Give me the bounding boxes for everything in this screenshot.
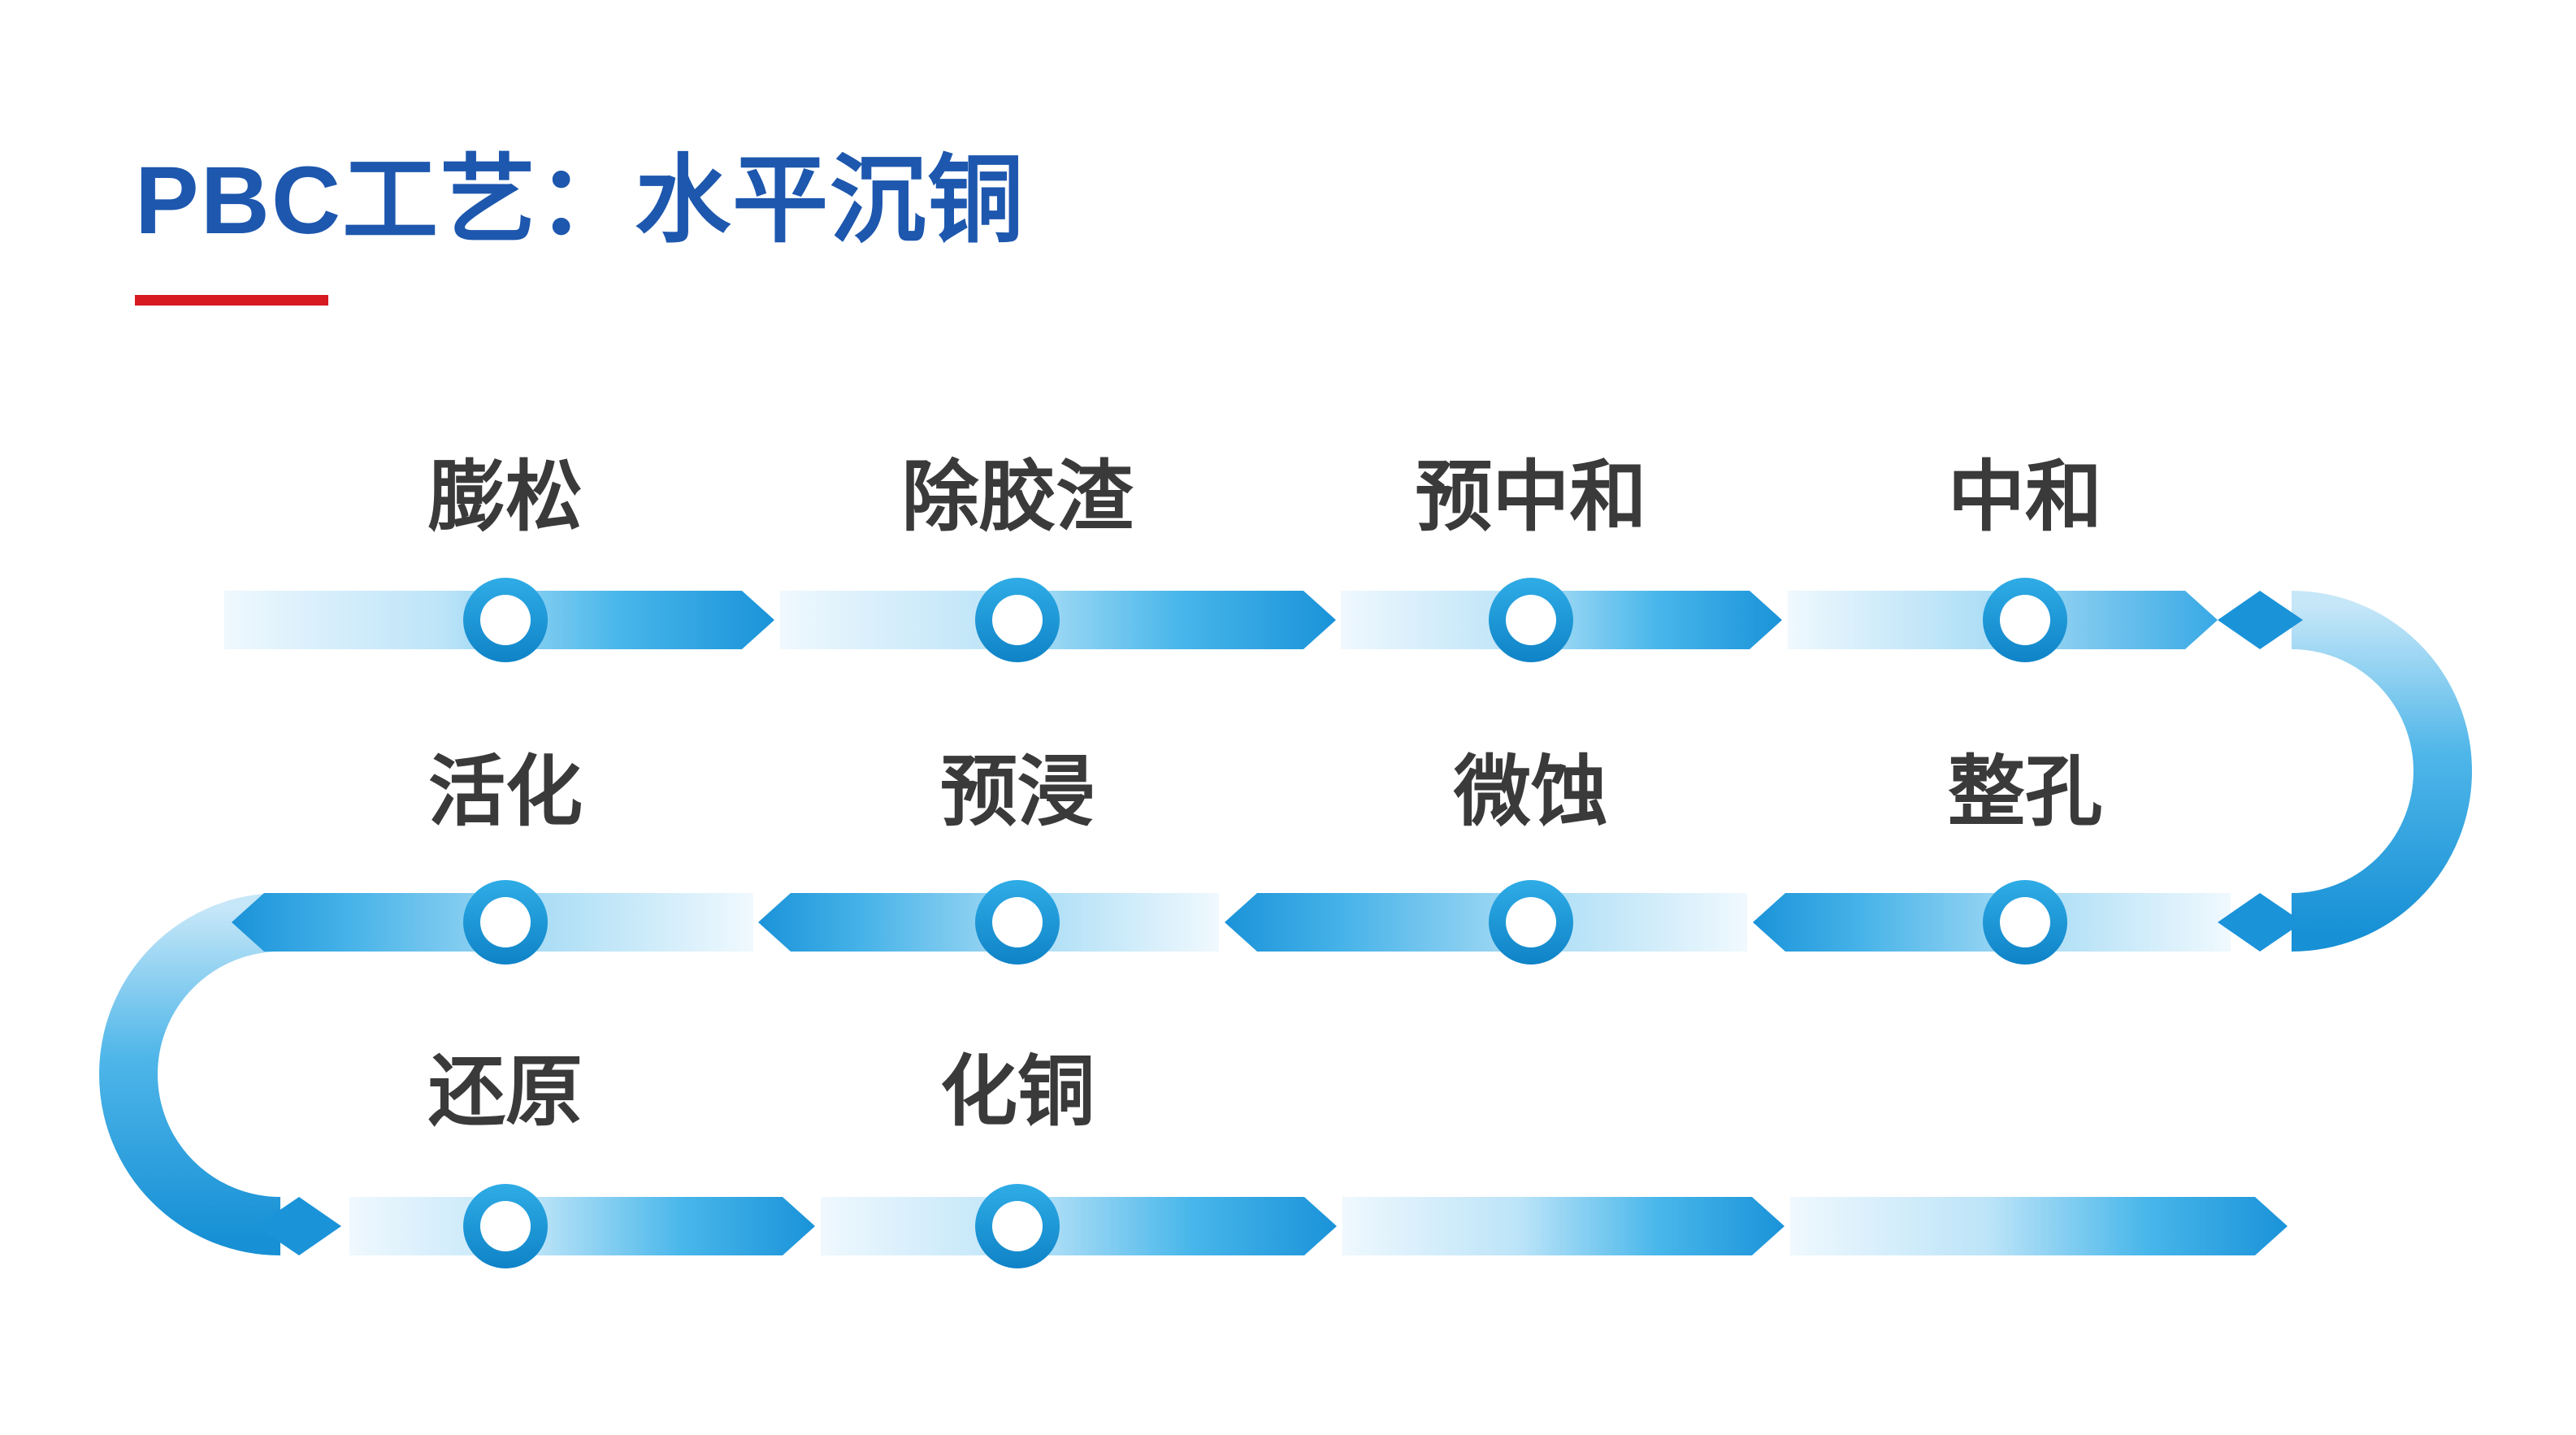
station-marker [1489,578,1573,662]
station-label: 除胶渣 [901,454,1134,540]
station-marker [1983,578,2067,662]
station-marker [975,880,1060,965]
u-turn-connector-left [99,893,281,1255]
station-label: 还原 [427,1049,583,1135]
station-marker [1489,880,1573,965]
station-label: 预浸 [939,749,1095,835]
arrow-segment [349,1197,815,1255]
station-label: 化铜 [939,1049,1095,1135]
u-turn-connector-right [2291,591,2472,952]
page-title: PBC工艺：水平沉铜 [135,147,1026,254]
station-marker [463,578,548,662]
station-label: 膨松 [427,454,583,540]
station-label: 微蚀 [1453,749,1609,835]
arrowhead-icon [256,1197,341,1255]
station-marker [463,880,548,965]
arrow-segment [1790,1197,2288,1255]
station-marker [975,1184,1060,1268]
station-label: 整孔 [1947,749,2103,835]
arrowhead-icon [2218,893,2303,952]
station-marker [1983,880,2067,965]
station-markers [463,578,2067,1268]
arrow-segment [821,1197,1337,1255]
title-underline [135,295,328,306]
arrow-segment [1342,1197,1785,1255]
flow-row-3 [256,1197,2288,1255]
arrowhead-icon [2218,591,2303,649]
station-marker [463,1184,548,1268]
arrow-segment [1225,893,1747,952]
station-marker [975,578,1060,662]
station-label: 活化 [427,749,583,835]
station-label: 中和 [1947,454,2103,540]
station-label: 预中和 [1415,454,1647,540]
